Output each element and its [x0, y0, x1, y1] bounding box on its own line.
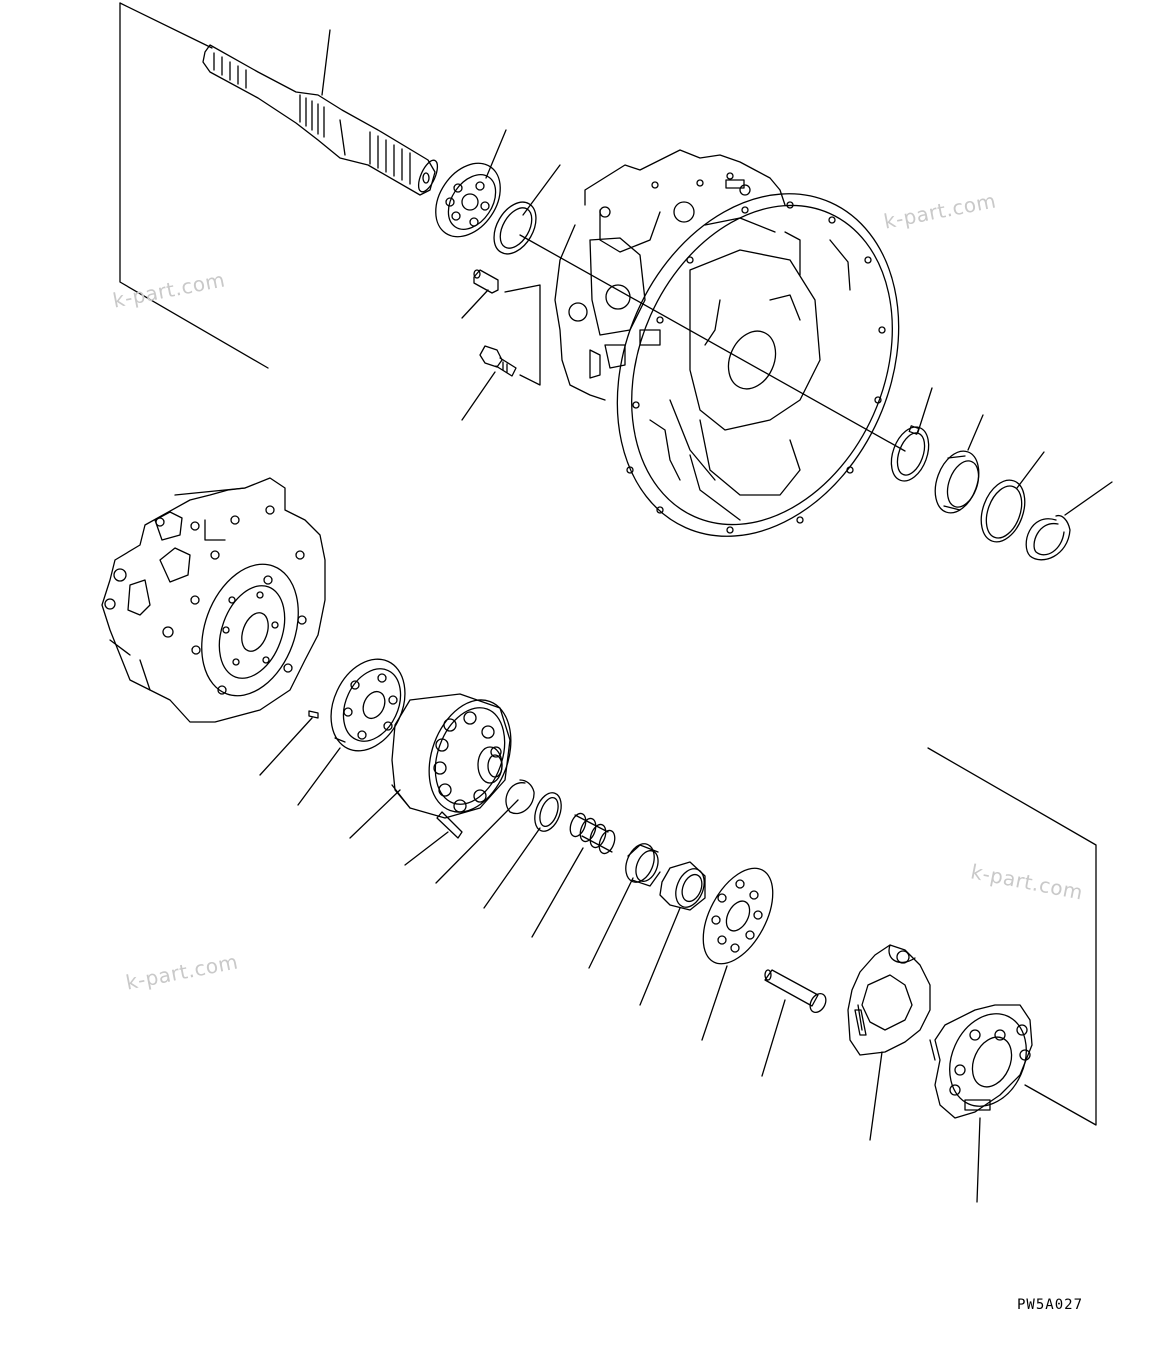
drive-shaft [203, 45, 441, 195]
bottom-frame-lines [928, 748, 1096, 1125]
swash-plate [848, 945, 930, 1055]
hex-bolt [480, 346, 516, 376]
dowel-pin [474, 270, 498, 293]
spherical-bushing [660, 862, 710, 911]
snap-ring-top [485, 195, 544, 261]
small-snap-ring [506, 780, 534, 814]
spacer-ring [530, 789, 566, 835]
coil-spring [567, 811, 617, 855]
bottom-leader-lines [260, 718, 980, 1202]
washer-ring [973, 474, 1032, 548]
valve-plate [317, 647, 419, 763]
connector-lines [505, 285, 540, 385]
rocker-cam [930, 1002, 1040, 1119]
cylinder-block [392, 689, 526, 824]
seal-ring [927, 445, 986, 519]
spring-collar [620, 840, 662, 887]
retaining-ring-1 [884, 422, 935, 486]
drawing-code: PW5A027 [1017, 1297, 1084, 1313]
shaft-axis-line [520, 235, 905, 451]
retainer-plate [689, 857, 787, 975]
small-pin [309, 711, 318, 718]
pump-housing [555, 149, 951, 582]
top-leader-lines [322, 30, 1112, 515]
cylinder-pin [437, 812, 462, 838]
swash-pin [765, 970, 829, 1015]
circlip [1026, 516, 1070, 560]
top-frame-lines [120, 3, 268, 368]
secondary-housing [102, 478, 325, 722]
